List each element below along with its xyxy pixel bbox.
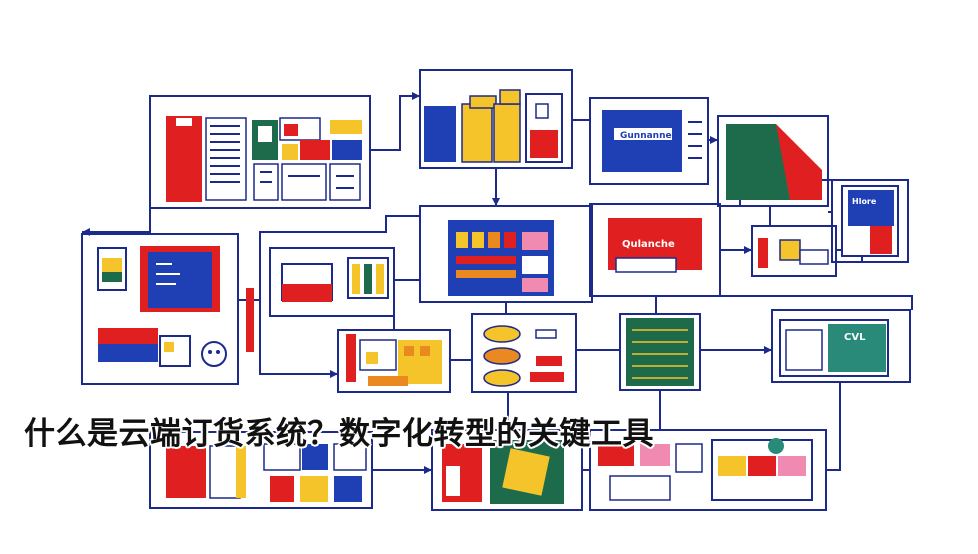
bottom-shelf-panel <box>166 443 367 502</box>
qulanche-text: Qulanche <box>622 239 675 250</box>
connector-lines <box>81 69 913 511</box>
sign-text: Gunnanne <box>620 131 672 141</box>
left-shop-panel <box>97 246 254 367</box>
board-panel <box>626 318 694 386</box>
small-store-panel: Hlore <box>841 185 899 257</box>
cvl-text: CVL <box>844 332 866 343</box>
screen-panel: CVL <box>779 319 889 377</box>
poster-panel <box>726 124 822 200</box>
food-panel <box>483 325 564 387</box>
page-headline: 什么是云端订货系统？数字化转型的关键工具 <box>24 416 654 452</box>
dashboard-panel <box>448 220 554 296</box>
counter-panel <box>346 334 442 386</box>
storefront-panel <box>166 116 362 202</box>
hlore-text: Hlore <box>852 197 877 206</box>
bottom-box-panel <box>442 440 564 504</box>
cashier-panel <box>281 257 389 302</box>
forklift-panel <box>758 238 829 268</box>
sign-panel: Gunnanne <box>602 110 702 172</box>
arrowheads <box>82 92 772 474</box>
quick-sign-panel: Qulanche <box>608 218 702 273</box>
boxes-panel <box>424 89 563 163</box>
bottom-desk-panel <box>598 438 813 501</box>
